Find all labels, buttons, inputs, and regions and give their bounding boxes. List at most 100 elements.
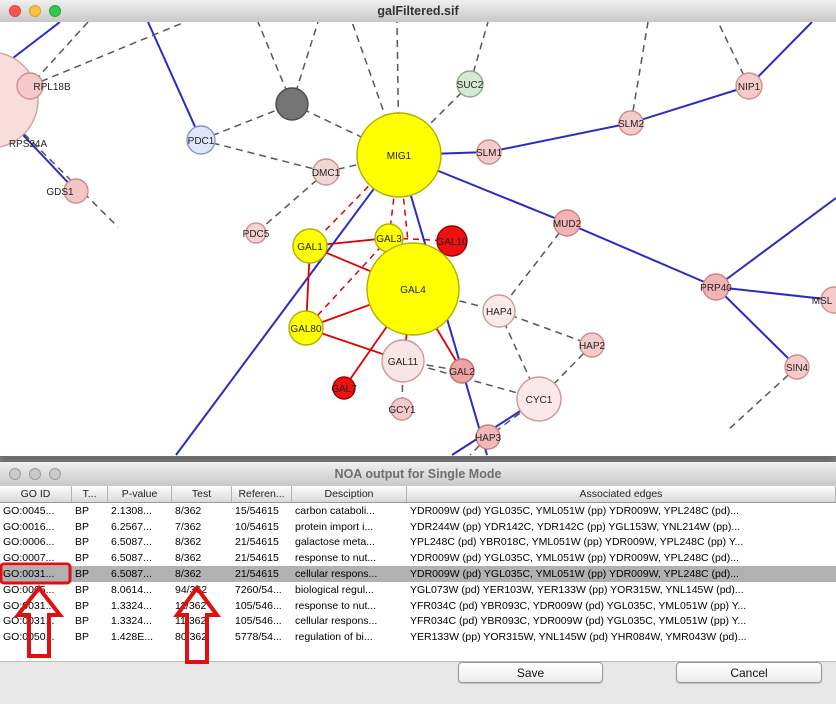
network-edge — [148, 22, 201, 140]
node-label-gal4: GAL4 — [400, 285, 426, 296]
table-cell: YPL248C (pd) YBR018C, YML051W (pp) YDR00… — [407, 536, 836, 548]
node-darkgray[interactable] — [276, 88, 308, 120]
node-label-hap3: HAP3 — [475, 433, 502, 444]
table-cell: cellular respons... — [292, 568, 407, 580]
network-edge — [716, 287, 797, 367]
table-cell: regulation of bi... — [292, 631, 407, 643]
column-header-0[interactable]: GO ID — [0, 486, 72, 502]
network-edge — [489, 123, 631, 152]
node-label-gal10: GAL10 — [436, 237, 468, 248]
table-cell: YDR009W (pd) YGL035C, YML051W (pp) YDR00… — [407, 552, 836, 564]
node-label-slm2: SLM2 — [618, 119, 645, 130]
cancel-button[interactable]: Cancel — [676, 662, 822, 683]
table-row[interactable]: GO:0031...BP1.3324...11/362105/546...res… — [0, 598, 836, 614]
zoom-button[interactable] — [49, 5, 61, 17]
table-cell: GO:0007... — [0, 552, 72, 564]
table-row[interactable]: GO:0050...BP1.428E...80/3625778/54...reg… — [0, 629, 836, 645]
table-row[interactable]: GO:0016...BP6.2567...7/36210/54615protei… — [0, 519, 836, 535]
table-cell: 21/54615 — [232, 536, 292, 548]
network-edge — [201, 140, 326, 172]
network-canvas[interactable]: RPS24ARPL18BGDS1PDC1DMC1MIG1SUC2SLM1SLM2… — [0, 22, 836, 456]
output-window-titlebar[interactable]: NOA output for Single Mode — [0, 462, 836, 487]
column-header-4[interactable]: Referen... — [232, 486, 292, 502]
table-cell: BP — [72, 584, 108, 596]
table-cell: 10/54615 — [232, 521, 292, 533]
node-label-hap4: HAP4 — [486, 307, 513, 318]
node-label-rpl18b: RPL18B — [33, 82, 71, 93]
node-label-nip1: NIP1 — [738, 82, 761, 93]
table-cell: 7/362 — [172, 521, 232, 533]
table-row[interactable]: GO:0031...BP1.3324...11/362105/546...cel… — [0, 614, 836, 630]
table-cell: carbon cataboli... — [292, 505, 407, 517]
table-cell: YFR034C (pd) YBR093C, YDR009W (pd) YGL03… — [407, 615, 836, 627]
table-cell: 11/362 — [172, 615, 232, 627]
node-label-sin4: SIN4 — [786, 363, 809, 374]
table-cell: 1.3324... — [108, 600, 172, 612]
node-label-gal3: GAL3 — [376, 234, 402, 245]
column-header-6[interactable]: Associated edges — [407, 486, 836, 502]
table-cell: 8/362 — [172, 536, 232, 548]
table-cell: 15/54615 — [232, 505, 292, 517]
table-row[interactable]: GO:0031...BP6.5087...8/36221/54615cellul… — [0, 566, 836, 582]
close-button[interactable] — [9, 468, 21, 480]
table-cell: 94/362 — [172, 584, 232, 596]
table-row[interactable]: GO:0045...BP2.1308...8/36215/54615carbon… — [0, 503, 836, 519]
table-cell: 21/54615 — [232, 568, 292, 580]
table-cell: cellular respons... — [292, 615, 407, 627]
table-row[interactable]: GO:0065...BP8.0614...94/3627260/54...bio… — [0, 582, 836, 598]
node-label-mig1: MIG1 — [387, 151, 412, 162]
graph-window-titlebar[interactable]: galFiltered.sif — [0, 0, 836, 23]
node-label-prp40: PRP40 — [700, 283, 732, 294]
table-body: GO:0045...BP2.1308...8/36215/54615carbon… — [0, 503, 836, 662]
network-edge — [567, 223, 716, 287]
close-button[interactable] — [9, 5, 21, 17]
node-label-msl1: MSL — [812, 296, 833, 307]
table-cell: response to nut... — [292, 600, 407, 612]
table-cell: BP — [72, 600, 108, 612]
minimize-button[interactable] — [29, 5, 41, 17]
table-cell: GO:0065... — [0, 584, 72, 596]
table-row[interactable]: GO:0007...BP6.5087...8/36221/54615respon… — [0, 550, 836, 566]
table-cell: YGL073W (pd) YER103W, YER133W (pp) YOR31… — [407, 584, 836, 596]
table-cell: YER133W (pp) YOR315W, YNL145W (pd) YHR08… — [407, 631, 836, 643]
table-cell: YDR009W (pd) YGL035C, YML051W (pp) YDR00… — [407, 505, 836, 517]
table-cell: 105/546... — [232, 600, 292, 612]
node-label-gds1: GDS1 — [46, 187, 74, 198]
node-label-pdc1: PDC1 — [188, 136, 215, 147]
table-cell: 2.1308... — [108, 505, 172, 517]
column-header-1[interactable]: T... — [72, 486, 108, 502]
node-label-gal80: GAL80 — [290, 324, 322, 335]
table-cell: BP — [72, 568, 108, 580]
table-cell: BP — [72, 615, 108, 627]
minimize-button[interactable] — [29, 468, 41, 480]
network-edge — [728, 367, 797, 430]
table-cell: 8/362 — [172, 552, 232, 564]
zoom-button[interactable] — [49, 468, 61, 480]
table-cell: GO:0031... — [0, 615, 72, 627]
node-label-dmc1: DMC1 — [312, 168, 341, 179]
column-header-5[interactable]: Desciption — [292, 486, 407, 502]
table-cell: 8/362 — [172, 505, 232, 517]
network-edge — [716, 198, 836, 287]
table-cell: BP — [72, 505, 108, 517]
traffic-lights-inactive — [9, 462, 61, 486]
graph-window-title: galFiltered.sif — [377, 4, 458, 18]
node-bigleft[interactable] — [0, 52, 38, 148]
save-button[interactable]: Save — [458, 662, 603, 683]
node-label-pdc5: PDC5 — [243, 229, 270, 240]
column-header-2[interactable]: P-value — [108, 486, 172, 502]
table-header-row: GO IDT...P-valueTestReferen...Desciption… — [0, 486, 836, 503]
network-edge — [176, 155, 399, 455]
column-header-3[interactable]: Test — [172, 486, 232, 502]
table-row[interactable]: GO:0006...BP6.5087...8/36221/54615galact… — [0, 535, 836, 551]
button-bar: Save Cancel — [0, 660, 836, 704]
node-label-cyc1: CYC1 — [526, 395, 553, 406]
network-edge — [631, 22, 648, 123]
noa-output-window: NOA output for Single Mode GO IDT...P-va… — [0, 462, 836, 704]
table-cell: galactose meta... — [292, 536, 407, 548]
table-cell: YFR034C (pd) YBR093C, YDR009W (pd) YGL03… — [407, 600, 836, 612]
table-cell: 80/362 — [172, 631, 232, 643]
node-label-gcy1: GCY1 — [388, 405, 416, 416]
table-cell: BP — [72, 536, 108, 548]
table-cell: BP — [72, 552, 108, 564]
